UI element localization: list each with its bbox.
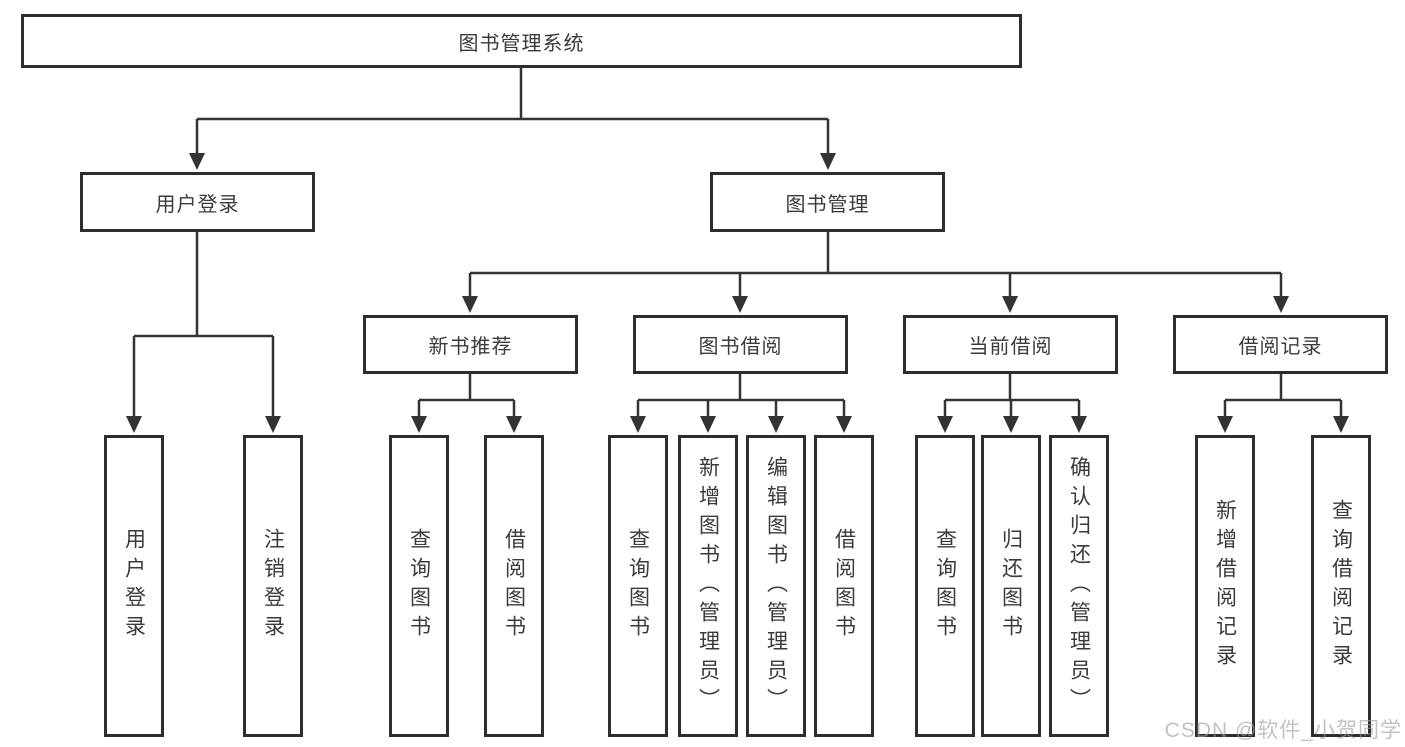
node-label: 查询图书 <box>933 528 957 644</box>
node-borrow-records: 借阅记录 <box>1173 315 1388 374</box>
node-label: 新增图书（管理员） <box>696 455 720 717</box>
node-label: 新书推荐 <box>428 336 513 358</box>
node-new-book-recommend: 新书推荐 <box>363 315 578 374</box>
leaf-query-books-recommend: 查询图书 <box>389 435 449 737</box>
node-label: 用户登录 <box>122 528 146 644</box>
node-current-borrow: 当前借阅 <box>903 315 1118 374</box>
node-user-login: 用户登录 <box>80 172 315 232</box>
leaf-borrow-books: 借阅图书 <box>814 435 874 737</box>
leaf-logout: 注销登录 <box>243 435 303 737</box>
node-label: 编辑图书（管理员） <box>764 455 788 717</box>
node-label: 借阅图书 <box>832 528 856 644</box>
watermark: CSDN @软件_小贺同学 <box>1164 719 1402 742</box>
node-library-system: 图书管理系统 <box>21 14 1022 68</box>
leaf-query-books-current: 查询图书 <box>915 435 975 737</box>
node-label: 确认归还（管理员） <box>1067 455 1091 717</box>
leaf-add-borrow-record: 新增借阅记录 <box>1195 435 1255 737</box>
leaf-add-books-admin: 新增图书（管理员） <box>678 435 738 737</box>
arrowheads <box>126 153 1349 433</box>
node-label: 借阅图书 <box>502 528 526 644</box>
node-label: 用户登录 <box>155 193 240 216</box>
node-label: 图书管理系统 <box>458 32 585 55</box>
node-label: 查询图书 <box>407 528 431 644</box>
leaf-borrow-books-recommend: 借阅图书 <box>484 435 544 737</box>
leaf-user-login: 用户登录 <box>104 435 164 737</box>
leaf-edit-books-admin: 编辑图书（管理员） <box>746 435 806 737</box>
node-label: 当前借阅 <box>968 336 1053 358</box>
node-label: 查询图书 <box>626 528 650 644</box>
node-label: 图书管理 <box>785 193 870 216</box>
connector-paths <box>132 68 1343 421</box>
node-label: 图书借阅 <box>698 336 783 358</box>
leaf-confirm-return-admin: 确认归还（管理员） <box>1049 435 1109 737</box>
node-label: 新增借阅记录 <box>1213 499 1237 673</box>
leaf-query-books-borrow: 查询图书 <box>608 435 668 737</box>
node-book-management: 图书管理 <box>710 172 945 232</box>
node-label: 借阅记录 <box>1238 336 1323 358</box>
node-label: 查询借阅记录 <box>1329 499 1353 673</box>
leaf-return-books: 归还图书 <box>981 435 1041 737</box>
node-label: 注销登录 <box>261 528 285 644</box>
node-label: 归还图书 <box>999 528 1023 644</box>
leaf-query-borrow-record: 查询借阅记录 <box>1311 435 1371 737</box>
node-book-borrow: 图书借阅 <box>633 315 848 374</box>
